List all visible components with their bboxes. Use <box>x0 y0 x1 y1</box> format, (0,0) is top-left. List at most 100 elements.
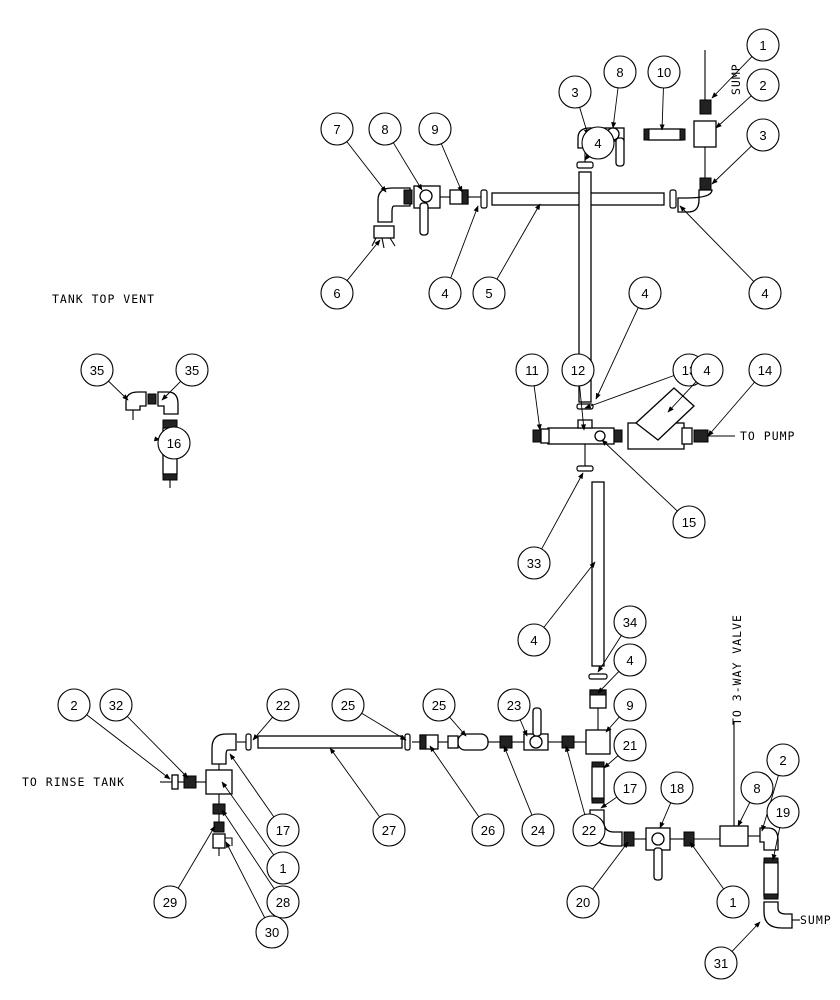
callout-33: 33 <box>517 472 584 580</box>
callout-number: 2 <box>779 753 786 768</box>
callout-leader <box>346 141 387 193</box>
callout-leader <box>177 825 216 889</box>
callout-number: 32 <box>109 698 123 713</box>
elbow-19-bottom <box>763 901 793 929</box>
callout-number: 30 <box>265 925 279 940</box>
callout-circle <box>572 813 606 847</box>
label-to-rinse-tank: TO RINSE TANK <box>22 775 125 789</box>
callout-number: 23 <box>507 698 521 713</box>
callout-circle <box>748 276 782 310</box>
pipe-16 <box>591 481 605 667</box>
callout-number: 25 <box>432 698 446 713</box>
callout-number: 26 <box>481 823 495 838</box>
callout-number: 19 <box>776 805 790 820</box>
fitting-33 <box>594 430 606 442</box>
strainer-6 <box>373 225 395 239</box>
callout-leader <box>108 380 129 401</box>
union-top <box>576 161 594 169</box>
callout-circle <box>57 688 91 722</box>
adapter-15 <box>693 429 709 443</box>
callout-number: 15 <box>682 515 696 530</box>
callout-number: 3 <box>759 128 766 143</box>
callout-circle <box>672 505 706 539</box>
callout-circle <box>471 813 505 847</box>
callout-leader <box>597 671 620 694</box>
callout-leader <box>221 781 275 856</box>
callout-circle <box>746 68 780 102</box>
callout-leader <box>711 145 752 185</box>
callout-22: 22 <box>565 745 606 847</box>
callout-leader <box>659 87 665 131</box>
callout-circle <box>613 728 647 762</box>
top-assembly <box>371 50 717 403</box>
callout-leader <box>771 827 781 861</box>
callout-number: 34 <box>623 615 637 630</box>
callout-number: 12 <box>571 363 585 378</box>
callout-leader <box>440 143 463 193</box>
vent-elbow-right <box>157 391 179 415</box>
callout-number: 8 <box>753 781 760 796</box>
callout-circle <box>320 112 354 146</box>
callout-1: 1 <box>711 28 780 99</box>
adapter-20 <box>561 735 575 749</box>
adapter-22-left <box>183 775 197 789</box>
callout-6: 6 <box>320 239 381 310</box>
callout-leader <box>229 753 275 818</box>
adapter-top <box>699 99 712 115</box>
callout-30: 30 <box>225 841 289 949</box>
callout-number: 22 <box>582 823 596 838</box>
elbow-right <box>677 189 713 213</box>
fitting-32 <box>171 774 179 790</box>
callout-circle <box>368 112 402 146</box>
callout-circle <box>628 276 662 310</box>
nipple-17-right <box>763 861 779 897</box>
callout-number: 14 <box>758 363 772 378</box>
callout-number: 33 <box>527 556 541 571</box>
callout-31: 31 <box>704 921 761 980</box>
union-25-right <box>404 733 411 751</box>
callout-number: 4 <box>703 363 710 378</box>
callout-circle <box>157 426 191 460</box>
callout-number: 24 <box>531 823 545 838</box>
callout-4: 4 <box>581 126 615 161</box>
callout-27: 27 <box>329 747 406 847</box>
callout-2: 2 <box>57 688 171 780</box>
callout-number: 29 <box>163 895 177 910</box>
adapter-22 <box>499 735 513 749</box>
callout-circle <box>497 688 531 722</box>
callout-circle <box>99 688 133 722</box>
callout-leader <box>737 802 751 827</box>
callout-leader <box>346 239 381 281</box>
callout-18: 18 <box>659 771 694 829</box>
union-left <box>480 189 488 209</box>
callout-34: 34 <box>597 605 647 673</box>
callout-circle <box>558 75 592 109</box>
callout-leader <box>707 381 755 437</box>
callout-number: 9 <box>626 698 633 713</box>
label-sump-bottom: SUMP <box>800 913 832 927</box>
callout-number: 4 <box>641 286 648 301</box>
callout-leader <box>429 745 480 818</box>
callout-17: 17 <box>600 771 647 809</box>
callout-circle <box>266 851 300 885</box>
callout-circle <box>521 813 555 847</box>
nipple-17 <box>591 765 605 801</box>
callout-number: 2 <box>70 698 77 713</box>
callout-29: 29 <box>153 825 216 919</box>
adapter-1-right <box>683 831 695 847</box>
tee-2-lower <box>585 729 611 755</box>
callout-leader <box>221 809 275 889</box>
callout-number: 9 <box>431 122 438 137</box>
callout-leader <box>225 841 266 918</box>
callout-leader <box>592 841 629 890</box>
callout-leader <box>679 205 755 282</box>
callout-number: 17 <box>276 823 290 838</box>
fitting-30 <box>213 821 225 833</box>
callout-leader <box>329 747 381 818</box>
callout-circle <box>266 688 300 722</box>
callout-circle <box>320 276 354 310</box>
callout-11: 11 <box>515 353 549 431</box>
drain-valve-31 <box>212 833 226 849</box>
callout-12: 12 <box>561 353 595 431</box>
callout-7: 7 <box>320 112 387 193</box>
